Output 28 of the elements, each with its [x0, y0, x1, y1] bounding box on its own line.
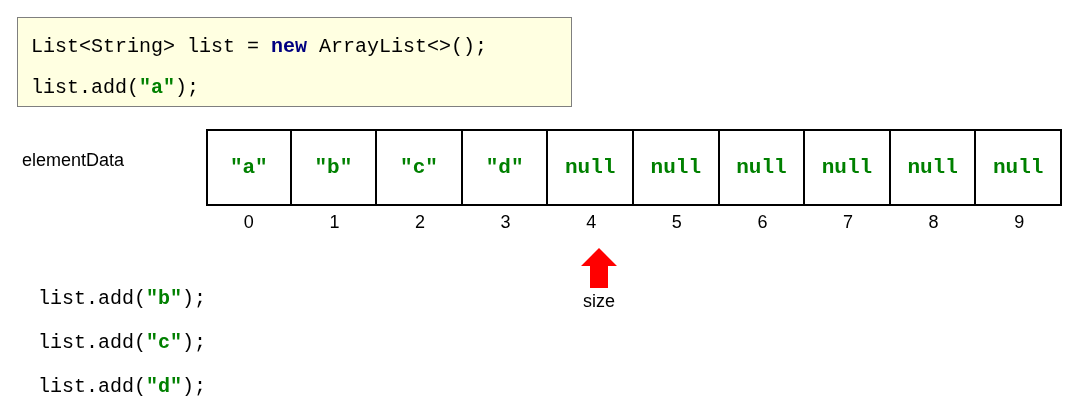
array-cell: null: [974, 129, 1062, 206]
code-line: list.add("a");: [31, 76, 200, 99]
index-number: 4: [585, 212, 598, 233]
index-number: 6: [756, 212, 769, 233]
code-line: list.add("b");: [38, 287, 207, 310]
array-name: elementData: [22, 150, 125, 171]
index-number: 1: [328, 212, 341, 233]
code-line: list.add("d");: [38, 375, 207, 398]
index-number: 8: [927, 212, 940, 233]
index-number: 3: [499, 212, 512, 233]
index-number: 5: [670, 212, 683, 233]
array-cell: "c": [375, 129, 463, 206]
index-number: 9: [1013, 212, 1026, 233]
array-cell: "d": [460, 129, 549, 206]
array-cell: null: [632, 129, 720, 206]
code-box: [17, 17, 572, 107]
index-number: 0: [242, 212, 255, 233]
array-cell: null: [888, 129, 977, 206]
array-cell: null: [546, 129, 634, 206]
code-line: List<String> list = new ArrayList<>();: [31, 35, 488, 58]
code-line: list.add("c");: [38, 331, 207, 354]
array-cell: null: [717, 129, 806, 206]
array-cell: "a": [206, 129, 292, 206]
array-cell: null: [803, 129, 891, 206]
array-cell: "b": [289, 129, 378, 206]
size-label: size: [582, 291, 616, 312]
index-number: 7: [842, 212, 854, 233]
index-number: 2: [414, 212, 426, 233]
